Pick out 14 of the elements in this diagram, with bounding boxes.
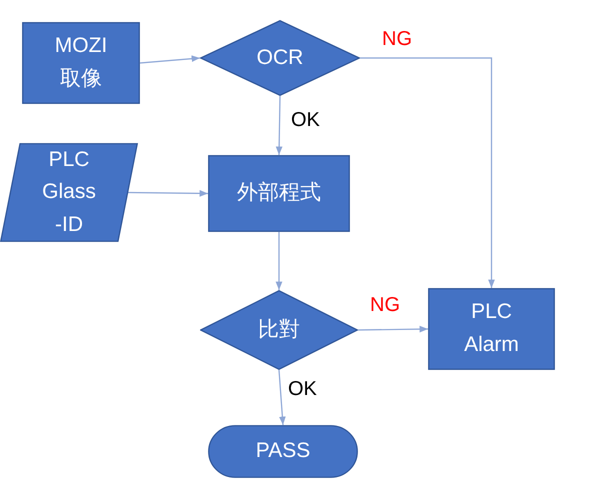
arrow xyxy=(276,232,282,290)
arrow xyxy=(276,96,282,156)
arrow xyxy=(128,190,208,197)
process-box: 外部程式 xyxy=(208,155,350,232)
arrow xyxy=(358,326,428,332)
process-box: MOZI 取像 xyxy=(22,22,140,104)
arrow xyxy=(278,370,286,426)
terminal-box: PASS xyxy=(208,425,358,478)
process-box: PLC Alarm xyxy=(428,288,555,370)
input-parallelogram: PLC Glass -ID xyxy=(0,143,138,242)
arrow xyxy=(140,55,200,64)
decision-diamond: 比對 xyxy=(200,290,358,370)
arrow xyxy=(360,57,495,288)
decision-diamond: OCR xyxy=(200,20,360,96)
